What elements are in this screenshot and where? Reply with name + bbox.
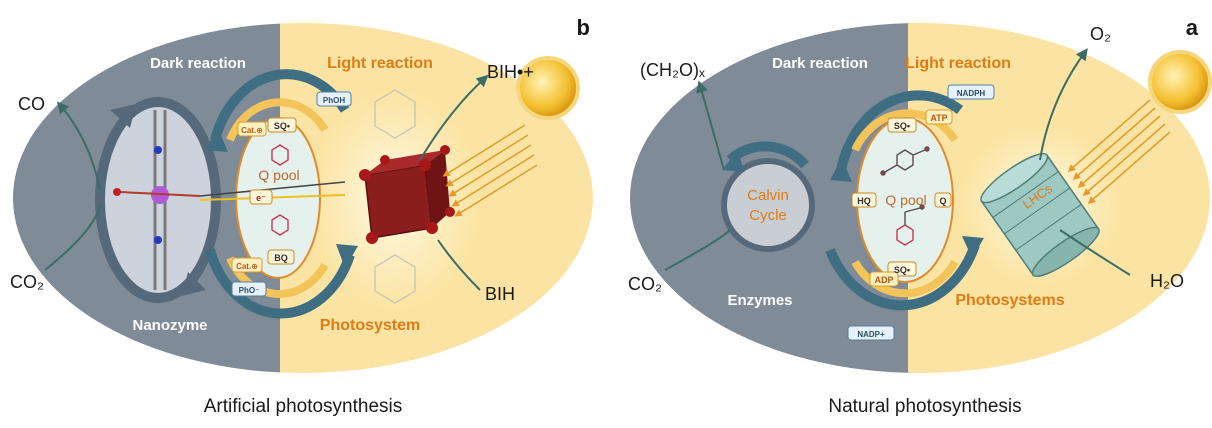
q-pool-label: Q pool: [885, 192, 926, 208]
photosystems-label: Photosystems: [955, 292, 1064, 309]
nadph-text: NADPH: [957, 89, 986, 98]
carbohydrate-label: (CH₂O)ₓ: [640, 60, 705, 80]
sun-icon: [516, 56, 580, 120]
co2-label: CO₂: [628, 274, 662, 294]
lower-yellow-arrow: [226, 256, 329, 298]
sq-bottom-text: SQ•: [894, 265, 910, 275]
panel-caption: Natural photosynthesis: [828, 396, 1021, 417]
panel-letter: a: [1186, 15, 1199, 40]
hq-text: HQ: [857, 196, 871, 206]
nadph-tag: [947, 84, 995, 100]
lower-yellow-arrow: [851, 259, 959, 298]
bih-label: BIH: [485, 284, 515, 304]
lower-cycle-arrow: [205, 248, 355, 319]
quinone-molecule-icon: [880, 146, 930, 176]
sq-top-tag: [887, 117, 917, 133]
co2-input-curve: [664, 229, 731, 271]
water-input-curve: [1059, 229, 1131, 276]
sq-text: SQ•: [274, 121, 290, 131]
cat-top-tag: [237, 121, 267, 137]
co2-label: CO₂: [10, 272, 44, 292]
sunlight-rays: [1067, 99, 1171, 204]
hydroquinone-molecule-icon: [896, 204, 925, 246]
pho-tag: [231, 281, 267, 297]
nanozyme-label: Nanozyme: [132, 317, 207, 334]
water-label: H₂O: [1150, 271, 1184, 291]
pho-text: PhO⁻: [239, 286, 260, 295]
panel-letter: b: [577, 15, 590, 40]
upper-yellow-arrow: [851, 109, 959, 152]
nadp-tag: [847, 325, 895, 341]
catalyst-molecule-icon: [113, 110, 201, 290]
oxygen-output-arrow: [1039, 48, 1088, 161]
carbohydrate-output-arrow: [696, 80, 725, 171]
lower-cycle-arrow: [825, 243, 980, 311]
cycle-arrowhead-icon: [336, 244, 358, 268]
phoh-tag: [316, 91, 352, 107]
nadp-text: NADP+: [857, 330, 885, 339]
calvin-arrowhead-icon: [722, 150, 744, 172]
bih-radical-label: BIH•+: [487, 62, 534, 82]
atp-text: ATP: [930, 113, 947, 123]
bih-radical-output-arrow: [419, 74, 489, 161]
light-reaction-label: Light reaction: [905, 55, 1011, 72]
cat-bottom-tag: [231, 257, 263, 273]
upper-cycle-arrow: [210, 69, 350, 142]
photosystem-cluster: [359, 89, 455, 304]
dark-reaction-label: Dark reaction: [150, 55, 246, 72]
phoh-text: PhOH: [323, 96, 345, 105]
adp-tag: [869, 271, 899, 287]
co2-input-curve: [44, 204, 101, 271]
panel-caption: Artificial photosynthesis: [204, 396, 403, 417]
bih-input-curve: [437, 239, 481, 291]
enzymes-label: Enzymes: [727, 292, 792, 309]
adp-text: ADP: [874, 275, 893, 285]
panel-natural: a Light reaction Dark reaction Photosyst…: [628, 15, 1212, 417]
quinone-molecule-icon: [271, 144, 289, 236]
electron-text: e⁻: [256, 193, 266, 203]
oxygen-label: O₂: [1090, 24, 1111, 44]
cat-bottom-text: Cat.⊕: [236, 262, 258, 271]
cat-top-text: Cat.⊕: [241, 126, 263, 135]
calvin-cycle-disc: [721, 158, 815, 252]
co-label: CO: [18, 94, 45, 114]
cycle-label: Cycle: [749, 207, 787, 224]
co-output-arrow: [56, 101, 101, 191]
electron-tag: [249, 189, 273, 205]
sunlight-rays: [442, 124, 538, 217]
sun-icon: [1148, 50, 1212, 114]
hq-tag: [851, 192, 877, 208]
photosystem-label: Photosystem: [320, 317, 420, 334]
q-text: Q: [939, 196, 946, 206]
lhc-cylinder: [980, 153, 1100, 277]
panel-artificial: b Light reaction Dark reaction Photosyst…: [10, 15, 593, 417]
bq-text: BQ: [274, 253, 288, 263]
dark-reaction-label: Dark reaction: [772, 55, 868, 72]
nanozyme-arrowhead-icon: [110, 104, 136, 128]
cycle-arrowhead-icon: [830, 158, 852, 182]
calvin-label: Calvin: [747, 187, 789, 204]
sq-top-text: SQ•: [894, 121, 910, 131]
cycle-arrowhead-icon: [962, 236, 984, 258]
upper-cycle-arrow: [835, 90, 964, 176]
q-pool-label: Q pool: [258, 167, 299, 183]
q-tag: [934, 192, 952, 208]
cycle-arrowhead-icon: [205, 128, 228, 152]
atp-tag: [925, 109, 953, 125]
sq-tag: [267, 117, 297, 133]
light-reaction-label: Light reaction: [327, 55, 433, 72]
bq-tag: [267, 249, 295, 265]
nanozyme-arrowhead-icon: [182, 272, 206, 296]
electron-transfer-line: [199, 181, 346, 197]
